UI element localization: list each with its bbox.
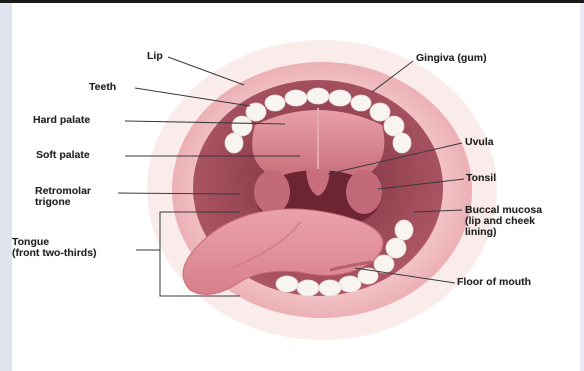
label-floor-of-mouth: Floor of mouth — [457, 277, 531, 288]
label-soft-palate: Soft palate — [36, 150, 90, 161]
label-uvula: Uvula — [465, 137, 494, 148]
label-gingiva: Gingiva (gum) — [416, 53, 487, 64]
left-tonsil — [254, 170, 290, 214]
label-retromolar-trigone: Retromolar trigone — [35, 186, 91, 208]
label-lip: Lip — [147, 51, 163, 62]
label-hard-palate: Hard palate — [33, 115, 90, 126]
label-buccal-mucosa: Buccal mucosa (lip and cheek lining) — [465, 205, 542, 238]
right-tonsil — [346, 170, 382, 214]
label-tonsil: Tonsil — [466, 173, 496, 184]
label-teeth: Teeth — [89, 82, 116, 93]
label-tongue: Tongue (front two-thirds) — [12, 237, 97, 259]
